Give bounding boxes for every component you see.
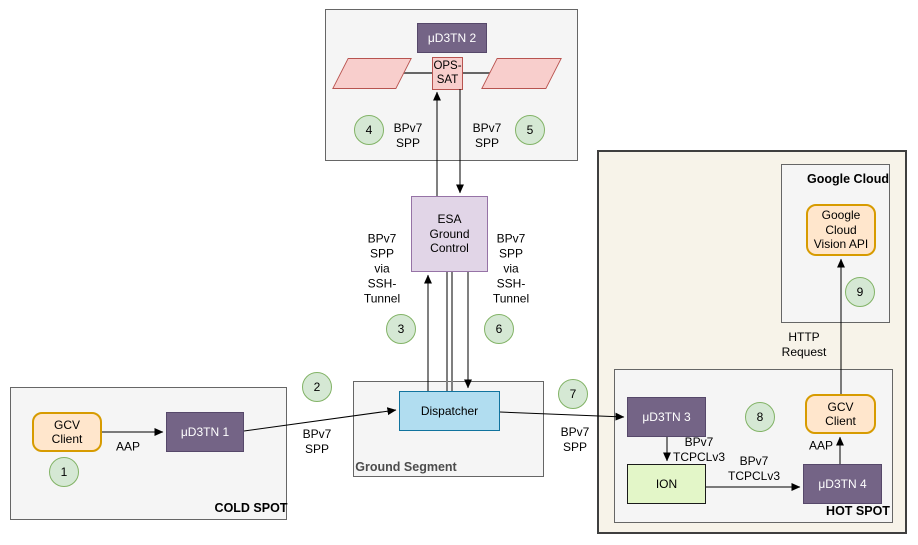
hot-spot-title: HOT SPOT (826, 504, 890, 518)
step-7-number: 7 (569, 387, 577, 401)
ud3tn-2-label: μD3TN 2 (427, 30, 477, 45)
esa-ground-control-node: ESA Ground Control (411, 196, 488, 272)
http-request-label: HTTP Request (781, 330, 827, 359)
ion-node: ION (627, 464, 706, 504)
step-4-number: 4 (365, 123, 373, 137)
bpv7-tcpclv3-label-b: BPv7 TCPCLv3 (727, 454, 781, 483)
step-3-badge: 3 (386, 314, 416, 344)
step-1-badge: 1 (49, 457, 79, 487)
gcv-client-hot-label: GCV Client (825, 399, 856, 428)
bpv7-spp-cold-label: BPv7 SPP (302, 427, 332, 456)
ud3tn-3-node: μD3TN 3 (627, 397, 706, 437)
cold-spot-title: COLD SPOT (214, 501, 288, 515)
step-4-badge: 4 (354, 115, 384, 145)
step-5-number: 5 (526, 123, 534, 137)
ops-sat-label: OPS- SAT (433, 60, 462, 86)
step-1-number: 1 (60, 465, 68, 479)
step-8-number: 8 (756, 410, 764, 424)
step-2-badge: 2 (302, 372, 332, 402)
google-cloud-vision-api-node: Google Cloud Vision API (806, 204, 876, 256)
dispatcher-label: Dispatcher (420, 403, 479, 418)
step-8-badge: 8 (745, 402, 775, 432)
gcv-client-cold-node: GCV Client (32, 412, 102, 452)
ud3tn-4-label: μD3TN 4 (818, 476, 867, 491)
step-9-badge: 9 (845, 277, 875, 307)
gcv-client-cold-label: GCV Client (51, 417, 83, 446)
aap-cold-label: AAP (115, 439, 141, 454)
bpv7-spp-downlink-sat-label: BPv7 SPP (472, 121, 502, 150)
ops-sat-node: OPS- SAT (432, 57, 463, 90)
step-9-number: 9 (856, 285, 864, 299)
step-3-number: 3 (397, 322, 405, 336)
dispatcher-node: Dispatcher (399, 391, 500, 431)
cold-spot-box (10, 387, 287, 520)
bpv7-spp-uplink-sat-label: BPv7 SPP (393, 121, 423, 150)
google-cloud-vision-api-label: Google Cloud Vision API (813, 208, 869, 252)
aap-hot-label: AAP (808, 438, 834, 453)
gcv-client-hot-node: GCV Client (805, 394, 876, 434)
ud3tn-1-node: μD3TN 1 (166, 412, 244, 452)
step-6-number: 6 (495, 322, 503, 336)
ud3tn-2-node: μD3TN 2 (417, 23, 487, 53)
ud3tn-1-label: μD3TN 1 (180, 424, 230, 439)
step-5-badge: 5 (515, 115, 545, 145)
step-2-number: 2 (313, 380, 321, 394)
ud3tn-4-node: μD3TN 4 (803, 464, 882, 504)
esa-ground-control-label: ESA Ground Control (429, 212, 470, 256)
ground-segment-title: Ground Segment (355, 460, 457, 474)
google-cloud-title: Google Cloud (807, 172, 889, 186)
bpv7-spp-hot-label: BPv7 SPP (560, 425, 590, 454)
bpv7-tcpclv3-label-a: BPv7 TCPCLv3 (672, 435, 726, 464)
step-7-badge: 7 (558, 379, 588, 409)
ion-label: ION (655, 476, 678, 491)
ssh-tunnel-left-label: BPv7 SPP via SSH- Tunnel (363, 231, 401, 306)
step-6-badge: 6 (484, 314, 514, 344)
ud3tn-3-label: μD3TN 3 (642, 409, 691, 424)
ssh-tunnel-right-label: BPv7 SPP via SSH- Tunnel (492, 231, 530, 306)
